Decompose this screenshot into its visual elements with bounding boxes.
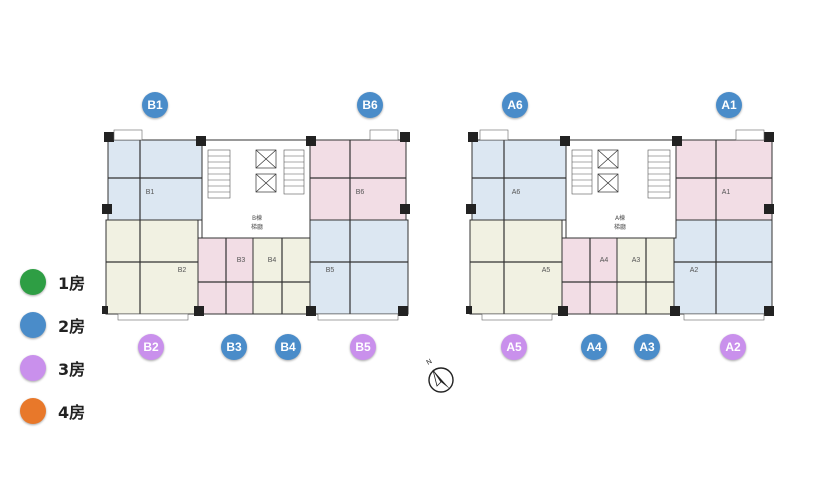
unit-label-b3: B3 bbox=[237, 257, 246, 264]
legend-dot-1-room bbox=[20, 269, 46, 295]
unit-badge-a3: A3 bbox=[634, 334, 660, 360]
unit-badge-a6: A6 bbox=[502, 92, 528, 118]
unit-label-b1: B1 bbox=[146, 189, 155, 196]
unit-badge-a4: A4 bbox=[581, 334, 607, 360]
unit-badge-a5: A5 bbox=[501, 334, 527, 360]
unit-badge-b2: B2 bbox=[138, 334, 164, 360]
legend-item-3-room: 3房 bbox=[20, 355, 85, 381]
unit-label-a5: A5 bbox=[542, 267, 551, 274]
unit-badge-a1: A1 bbox=[716, 92, 742, 118]
building-b-plan: B1 B2 B3 B4 B5 B6 B棟 梯廳 bbox=[102, 129, 410, 321]
unit-label-b2: B2 bbox=[178, 267, 187, 274]
legend-item-1-room: 1房 bbox=[20, 269, 85, 295]
unit-badge-a2: A2 bbox=[720, 334, 746, 360]
legend-dot-4-room bbox=[20, 398, 46, 424]
core-sublabel-a: 梯廳 bbox=[614, 223, 626, 231]
unit-label-a3: A3 bbox=[632, 257, 641, 264]
unit-label-a6: A6 bbox=[512, 189, 521, 196]
unit-badge-b4: B4 bbox=[275, 334, 301, 360]
north-arrow-icon: N bbox=[426, 358, 454, 393]
unit-label-a1: A1 bbox=[722, 189, 731, 196]
unit-label-b6: B6 bbox=[356, 189, 365, 196]
legend-dot-2-room bbox=[20, 312, 46, 338]
unit-label-b5: B5 bbox=[326, 267, 335, 274]
legend-item-4-room: 4房 bbox=[20, 398, 85, 424]
unit-a6-area bbox=[471, 139, 567, 221]
legend-label-3-room: 3房 bbox=[58, 360, 86, 379]
unit-badge-b3: B3 bbox=[221, 334, 247, 360]
unit-a5-area bbox=[469, 219, 563, 315]
core-label-a: A棟 bbox=[615, 214, 625, 222]
unit-label-a4: A4 bbox=[600, 257, 609, 264]
legend-label-1-room: 1房 bbox=[58, 274, 86, 293]
unit-b1-area bbox=[107, 139, 203, 221]
unit-badge-b5: B5 bbox=[350, 334, 376, 360]
core-label-b: B棟 bbox=[252, 214, 262, 222]
unit-label-a2: A2 bbox=[690, 267, 699, 274]
unit-a1-area bbox=[675, 139, 773, 221]
unit-badge-b6: B6 bbox=[357, 92, 383, 118]
unit-label-b4: B4 bbox=[268, 257, 277, 264]
legend-label-4-room: 4房 bbox=[58, 403, 86, 422]
unit-badge-b1: B1 bbox=[142, 92, 168, 118]
unit-b6-area bbox=[309, 139, 407, 221]
legend-item-2-room: 2房 bbox=[20, 312, 85, 338]
legend-dot-3-room bbox=[20, 355, 46, 381]
core-sublabel-b: 梯廳 bbox=[251, 223, 263, 231]
north-label: N bbox=[426, 358, 434, 367]
legend-label-2-room: 2房 bbox=[58, 317, 86, 336]
building-a-plan: A6 A5 A4 A3 A2 A1 A棟 梯廳 bbox=[466, 129, 774, 321]
unit-a2-area bbox=[673, 219, 773, 315]
unit-b5-area bbox=[309, 219, 409, 315]
